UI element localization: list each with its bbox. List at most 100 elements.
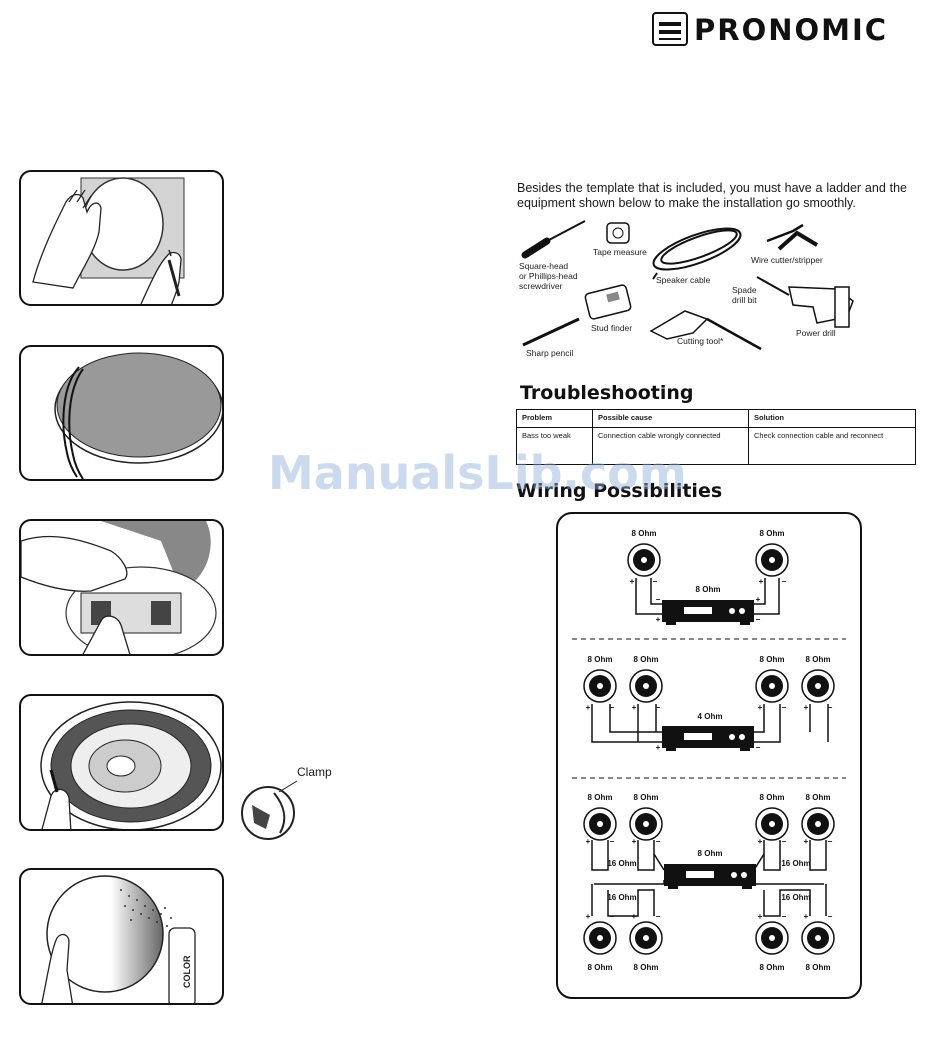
tool-label-drill: Power drill — [796, 328, 836, 338]
polarity-label: + — [758, 912, 763, 921]
amplifier-display — [686, 871, 714, 878]
wire — [754, 578, 766, 605]
speaker-dome — [643, 683, 649, 689]
wire — [607, 889, 655, 917]
amplifier-knob — [729, 608, 735, 614]
wire — [809, 840, 827, 871]
tool-label-cutting: Cutting tool* — [677, 336, 724, 346]
sharp-pencil-icon — [522, 317, 580, 347]
polarity-label: − — [756, 743, 761, 752]
impedance-label: 8 Ohm — [806, 963, 831, 972]
impedance-label: 16 Ohm — [781, 893, 810, 902]
polarity-label: + — [586, 703, 591, 712]
amplifier-knob — [729, 734, 735, 740]
amplifier-knob — [731, 872, 737, 878]
impedance-label: 8 Ohm — [588, 655, 613, 664]
impedance-label: 4 Ohm — [698, 712, 723, 721]
tool-label-spade: Spade drill bit — [732, 285, 757, 305]
table-header-cell: Possible cause — [592, 409, 749, 428]
wire — [609, 704, 662, 733]
speaker-dome — [643, 821, 649, 827]
wiring-diagram-canvas: 8 Ohm 8 Ohm + − + − 8 Ohm + − − +8 Ohm 8 Ohm 8 Ohm 8 … — [572, 529, 846, 972]
cutting-tool-icon — [649, 310, 762, 351]
polarity-label: + — [630, 577, 635, 586]
tape-measure-icon — [606, 222, 630, 244]
table-cell: Connection cable wrongly connected — [592, 427, 749, 465]
impedance-label: 16 Ohm — [781, 859, 810, 868]
wire-cutter-icon — [766, 223, 819, 251]
impedance-label: 16 Ohm — [607, 893, 636, 902]
tool-label-screwdriver: Square-head or Phillips-head screwdriver — [519, 261, 578, 291]
polarity-label: + — [756, 595, 761, 604]
speaker-dome — [597, 935, 603, 941]
step-2-image — [19, 345, 224, 481]
intro-paragraph: Besides the template that is included, y… — [517, 181, 907, 210]
step-3-image — [19, 519, 224, 656]
clamp-label: Clamp — [297, 765, 332, 779]
impedance-label: 8 Ohm — [806, 655, 831, 664]
polarity-label: + — [804, 912, 809, 921]
speaker-dome — [641, 557, 647, 563]
wire — [653, 853, 665, 871]
impedance-label: 16 Ohm — [607, 859, 636, 868]
impedance-label: 8 Ohm — [634, 963, 659, 972]
amplifier-knob — [739, 734, 745, 740]
wire — [591, 840, 609, 871]
tool-label-cable: Speaker cable — [656, 275, 711, 285]
polarity-label: + — [804, 837, 809, 846]
speaker-dome — [769, 935, 775, 941]
polarity-label: − — [656, 595, 661, 604]
polarity-label: − — [656, 837, 661, 846]
impedance-label: 8 Ohm — [760, 793, 785, 802]
polarity-label: + — [656, 615, 661, 624]
speaker-dome — [597, 821, 603, 827]
table-header-cell: Solution — [748, 409, 916, 428]
table-cell: Check connection cable and reconnect — [748, 427, 916, 465]
polarity-label: − — [782, 912, 787, 921]
impedance-label: 8 Ohm — [632, 529, 657, 538]
speaker-dome — [815, 683, 821, 689]
polarity-label: − — [656, 703, 661, 712]
table-row: Bass too weak Connection cable wrongly c… — [516, 427, 916, 465]
polarity-label: − — [782, 703, 787, 712]
wire — [753, 853, 765, 871]
polarity-label: + — [632, 837, 637, 846]
logo-emblem — [652, 12, 688, 46]
amplifier-knob — [739, 608, 745, 614]
tools-illustration: Square-head or Phillips-head screwdriver… — [517, 215, 907, 365]
impedance-label: 8 Ohm — [698, 849, 723, 858]
amplifier-foot — [666, 748, 676, 751]
speaker-cable-icon — [652, 227, 742, 280]
table-cell: Bass too weak — [516, 427, 593, 465]
tool-label-pencil: Sharp pencil — [526, 348, 574, 358]
table-header-cell: Problem — [516, 409, 593, 428]
polarity-label: + — [632, 912, 637, 921]
polarity-label: + — [758, 837, 763, 846]
wire — [591, 704, 662, 743]
polarity-label: + — [656, 743, 661, 752]
polarity-label: − — [610, 837, 615, 846]
amplifier-foot — [668, 886, 678, 889]
screwdriver-icon — [521, 220, 586, 259]
polarity-label: − — [610, 912, 615, 921]
speaker-dome — [597, 683, 603, 689]
wire — [594, 880, 665, 885]
polarity-label: − — [828, 837, 833, 846]
brand-logo: PRONOMIC — [652, 12, 944, 48]
wire — [635, 578, 662, 615]
stud-finder-icon — [584, 284, 632, 320]
speaker-dome — [769, 821, 775, 827]
impedance-label: 8 Ohm — [806, 793, 831, 802]
power-drill-icon — [756, 276, 854, 328]
clamp-detail-image — [240, 785, 296, 841]
polarity-label: − — [828, 912, 833, 921]
amplifier-display — [684, 733, 712, 740]
tool-label-tape: Tape measure — [593, 247, 647, 257]
wire — [650, 578, 662, 605]
watermark: ManualsLib.com — [268, 446, 687, 500]
polarity-label: − — [828, 703, 833, 712]
impedance-label: 8 Ohm — [760, 529, 785, 538]
polarity-label: + — [586, 912, 591, 921]
wire — [753, 880, 824, 885]
wire — [754, 704, 781, 743]
